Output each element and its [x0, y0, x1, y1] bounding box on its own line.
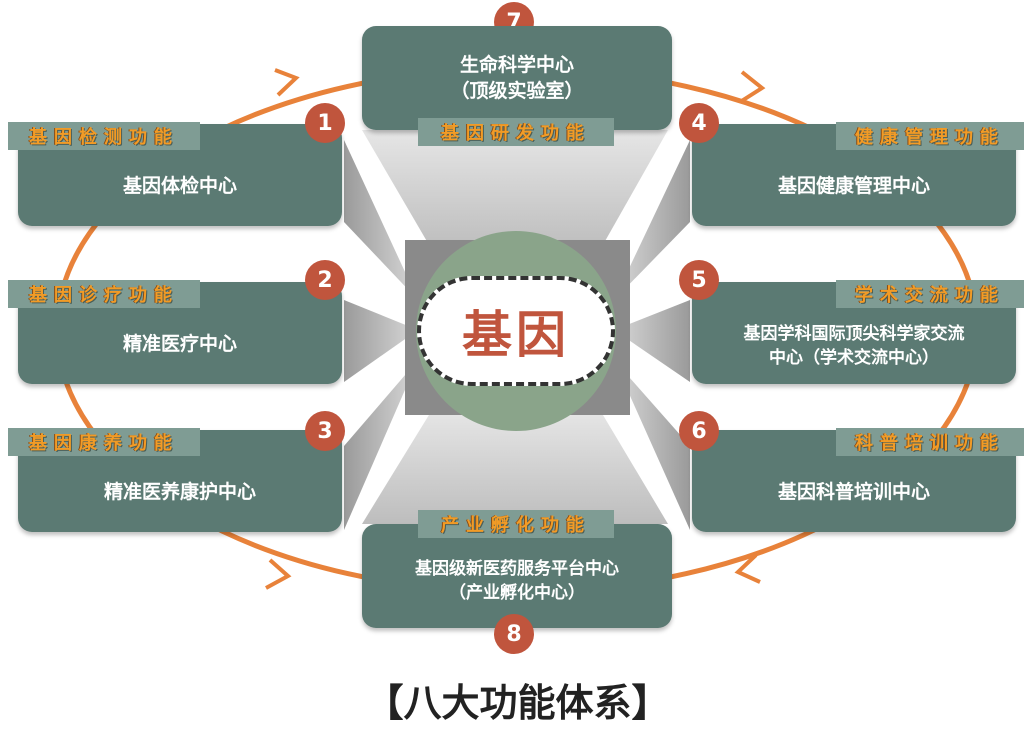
badge-2: 2: [305, 260, 345, 300]
connector-shape: [362, 410, 668, 524]
node-subtitle: （产业孵化中心）: [449, 583, 585, 603]
connector-shape: [344, 140, 418, 300]
node-title: 基因健康管理中心: [777, 175, 930, 197]
tag-detection-function: 基因检测功能: [8, 122, 200, 150]
node-title: 精准医疗中心: [122, 333, 237, 355]
node-title: 精准医养康护中心: [103, 481, 256, 503]
badge-1: 1: [305, 103, 345, 143]
connector-shape: [362, 130, 668, 250]
node-life-science-center: 生命科学中心 （顶级实验室）: [362, 26, 672, 130]
ring-arrow-icon: [738, 70, 766, 104]
tag-treatment-function: 基因诊疗功能: [8, 280, 200, 308]
node-medicine-platform-center: 基因级新医药服务平台中心 （产业孵化中心）: [362, 524, 672, 628]
node-title: 基因级新医药服务平台中心: [415, 559, 619, 579]
node-title: 生命科学中心: [459, 54, 574, 76]
ring-arrow-icon: [734, 553, 761, 584]
connector-shape: [614, 140, 690, 300]
node-subtitle: （顶级实验室）: [450, 80, 584, 102]
node-subtitle: 中心（学术交流中心）: [769, 348, 939, 368]
core-label-ring: 基因: [417, 276, 615, 386]
diagram-caption: 【八大功能体系】: [365, 681, 670, 725]
connector-shape: [344, 360, 418, 530]
badge-6: 6: [679, 411, 719, 451]
ring-arrow-icon: [274, 68, 300, 97]
ring-arrow-icon: [265, 558, 292, 590]
tag-health-management-function: 健康管理功能: [836, 122, 1024, 150]
badge-5: 5: [679, 260, 719, 300]
badge-3: 3: [305, 411, 345, 451]
connector-shape: [614, 360, 690, 530]
badge-4: 4: [679, 103, 719, 143]
node-title: 基因科普培训中心: [777, 481, 930, 503]
tag-academic-exchange-function: 学术交流功能: [836, 280, 1024, 308]
node-title: 基因体检中心: [122, 175, 237, 197]
connector-shape: [614, 300, 690, 382]
tag-wellness-function: 基因康养功能: [8, 428, 200, 456]
tag-incubation-function: 产业孵化功能: [418, 510, 614, 538]
core-label: 基因: [462, 306, 570, 364]
tag-rd-function: 基因研发功能: [418, 118, 614, 146]
tag-training-function: 科普培训功能: [836, 428, 1024, 456]
badge-8: 8: [494, 614, 534, 654]
connector-shape: [344, 300, 418, 382]
node-title: 基因学科国际顶尖科学家交流: [743, 324, 965, 344]
